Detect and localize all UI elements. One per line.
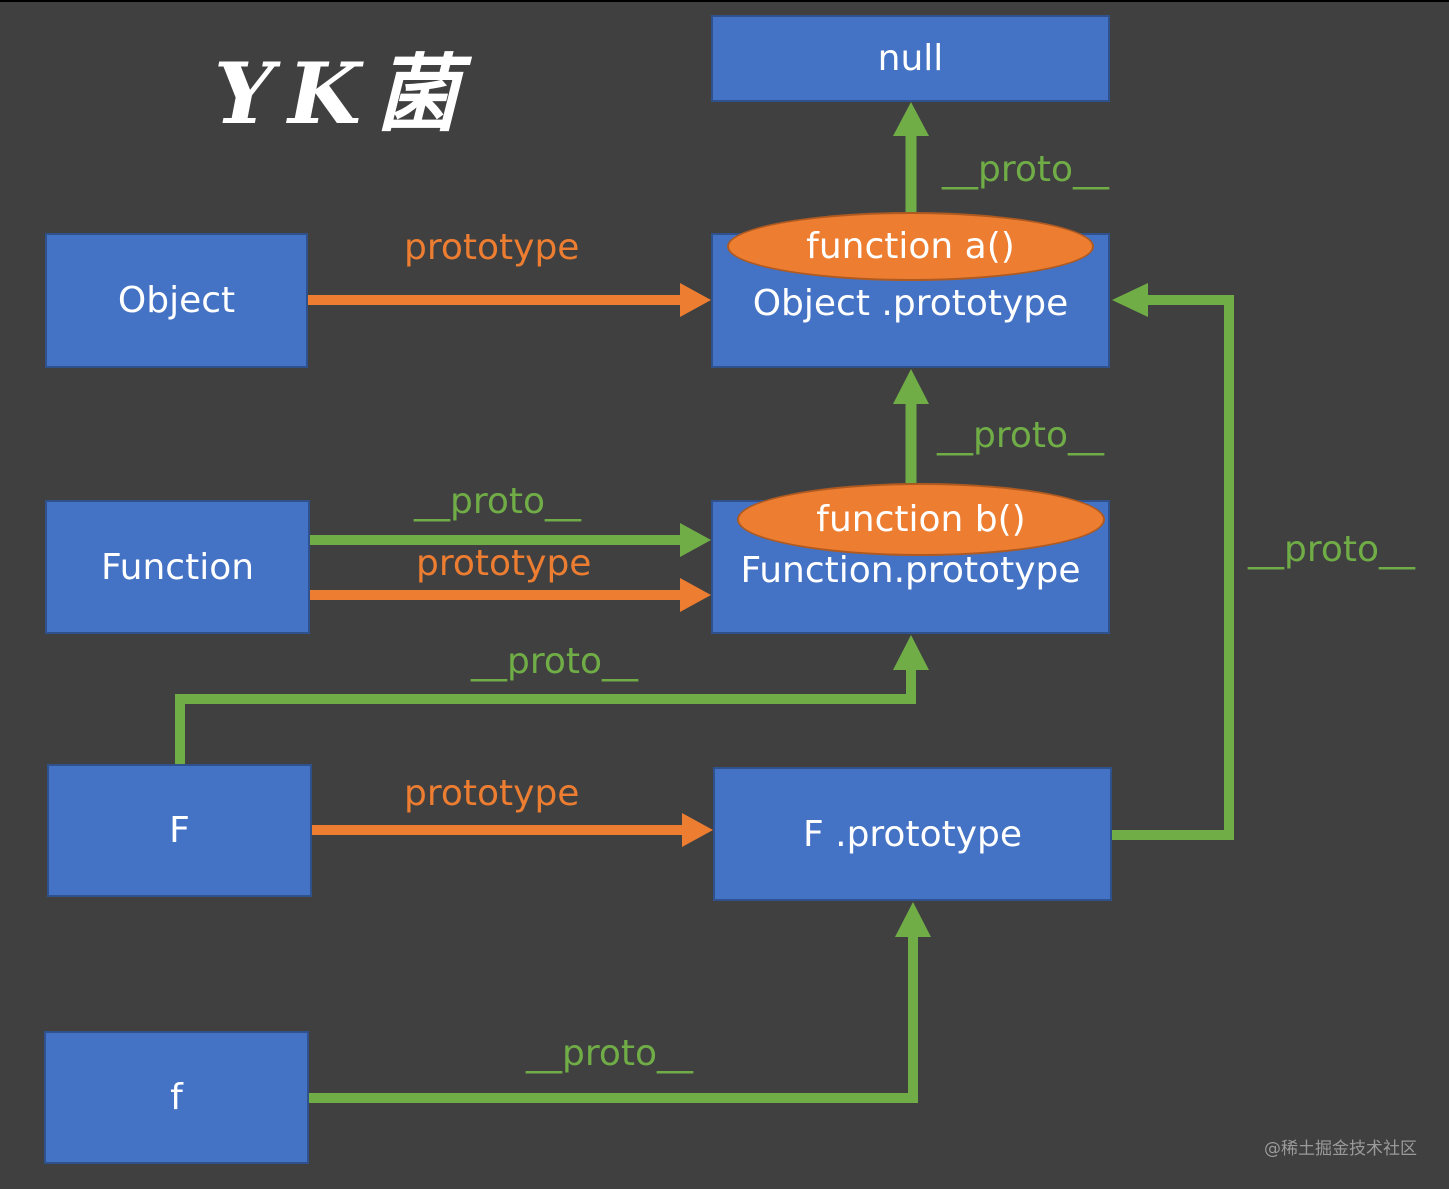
node-function: Function	[45, 500, 310, 634]
node-function-b-label: function b()	[816, 499, 1026, 540]
node-F-prototype: F .prototype	[713, 767, 1112, 901]
node-function-a-label: function a()	[806, 226, 1015, 267]
label-funcproto-objproto: __proto__	[937, 415, 1105, 456]
node-function-a: function a()	[727, 212, 1094, 281]
node-F-label: F	[169, 810, 190, 851]
edge-Fproto-objproto	[1112, 295, 1234, 840]
label-function-funcproto-prototype: prototype	[416, 543, 592, 584]
arrowhead-objproto-null	[893, 102, 929, 136]
arrowhead-object-objproto	[680, 283, 711, 317]
logo: YK菌	[214, 44, 473, 143]
arrowhead-function-funcproto-proto	[680, 523, 711, 557]
top-border	[0, 0, 1449, 2]
edge-f-Fproto	[309, 935, 918, 1103]
node-null-label: null	[877, 38, 944, 79]
label-F-funcproto: __proto__	[471, 641, 639, 682]
arrowhead-Fproto-objproto	[1112, 283, 1148, 317]
node-null: null	[711, 15, 1110, 102]
node-object: Object	[45, 233, 308, 368]
label-Fproto-objproto: __proto__	[1248, 529, 1416, 570]
edge-F-funcproto	[175, 668, 916, 764]
label-function-funcproto-proto: __proto__	[414, 481, 582, 522]
node-F: F	[47, 764, 312, 897]
label-objproto-null: __proto__	[942, 149, 1110, 190]
node-function-label: Function	[100, 546, 255, 588]
arrowhead-funcproto-objproto	[893, 369, 929, 404]
arrowhead-F-funcproto	[893, 635, 929, 670]
node-f: f	[44, 1031, 309, 1164]
arrowhead-f-Fproto	[895, 902, 931, 937]
node-f-label: f	[170, 1077, 183, 1118]
node-object-prototype-label: Object .prototype	[752, 283, 1069, 324]
arrowhead-function-funcproto-prototype	[680, 578, 711, 612]
arrowhead-F-Fproto	[682, 813, 713, 847]
label-object-objproto: prototype	[404, 227, 580, 268]
label-f-Fproto: __proto__	[526, 1033, 694, 1074]
label-F-Fproto: prototype	[404, 773, 580, 814]
node-function-b: function b()	[737, 483, 1105, 556]
node-F-prototype-label: F .prototype	[802, 813, 1023, 855]
node-function-prototype-label: Function.prototype	[740, 550, 1081, 591]
watermark: @稀土掘金技术社区	[1264, 1139, 1417, 1159]
node-object-label: Object	[117, 280, 236, 321]
